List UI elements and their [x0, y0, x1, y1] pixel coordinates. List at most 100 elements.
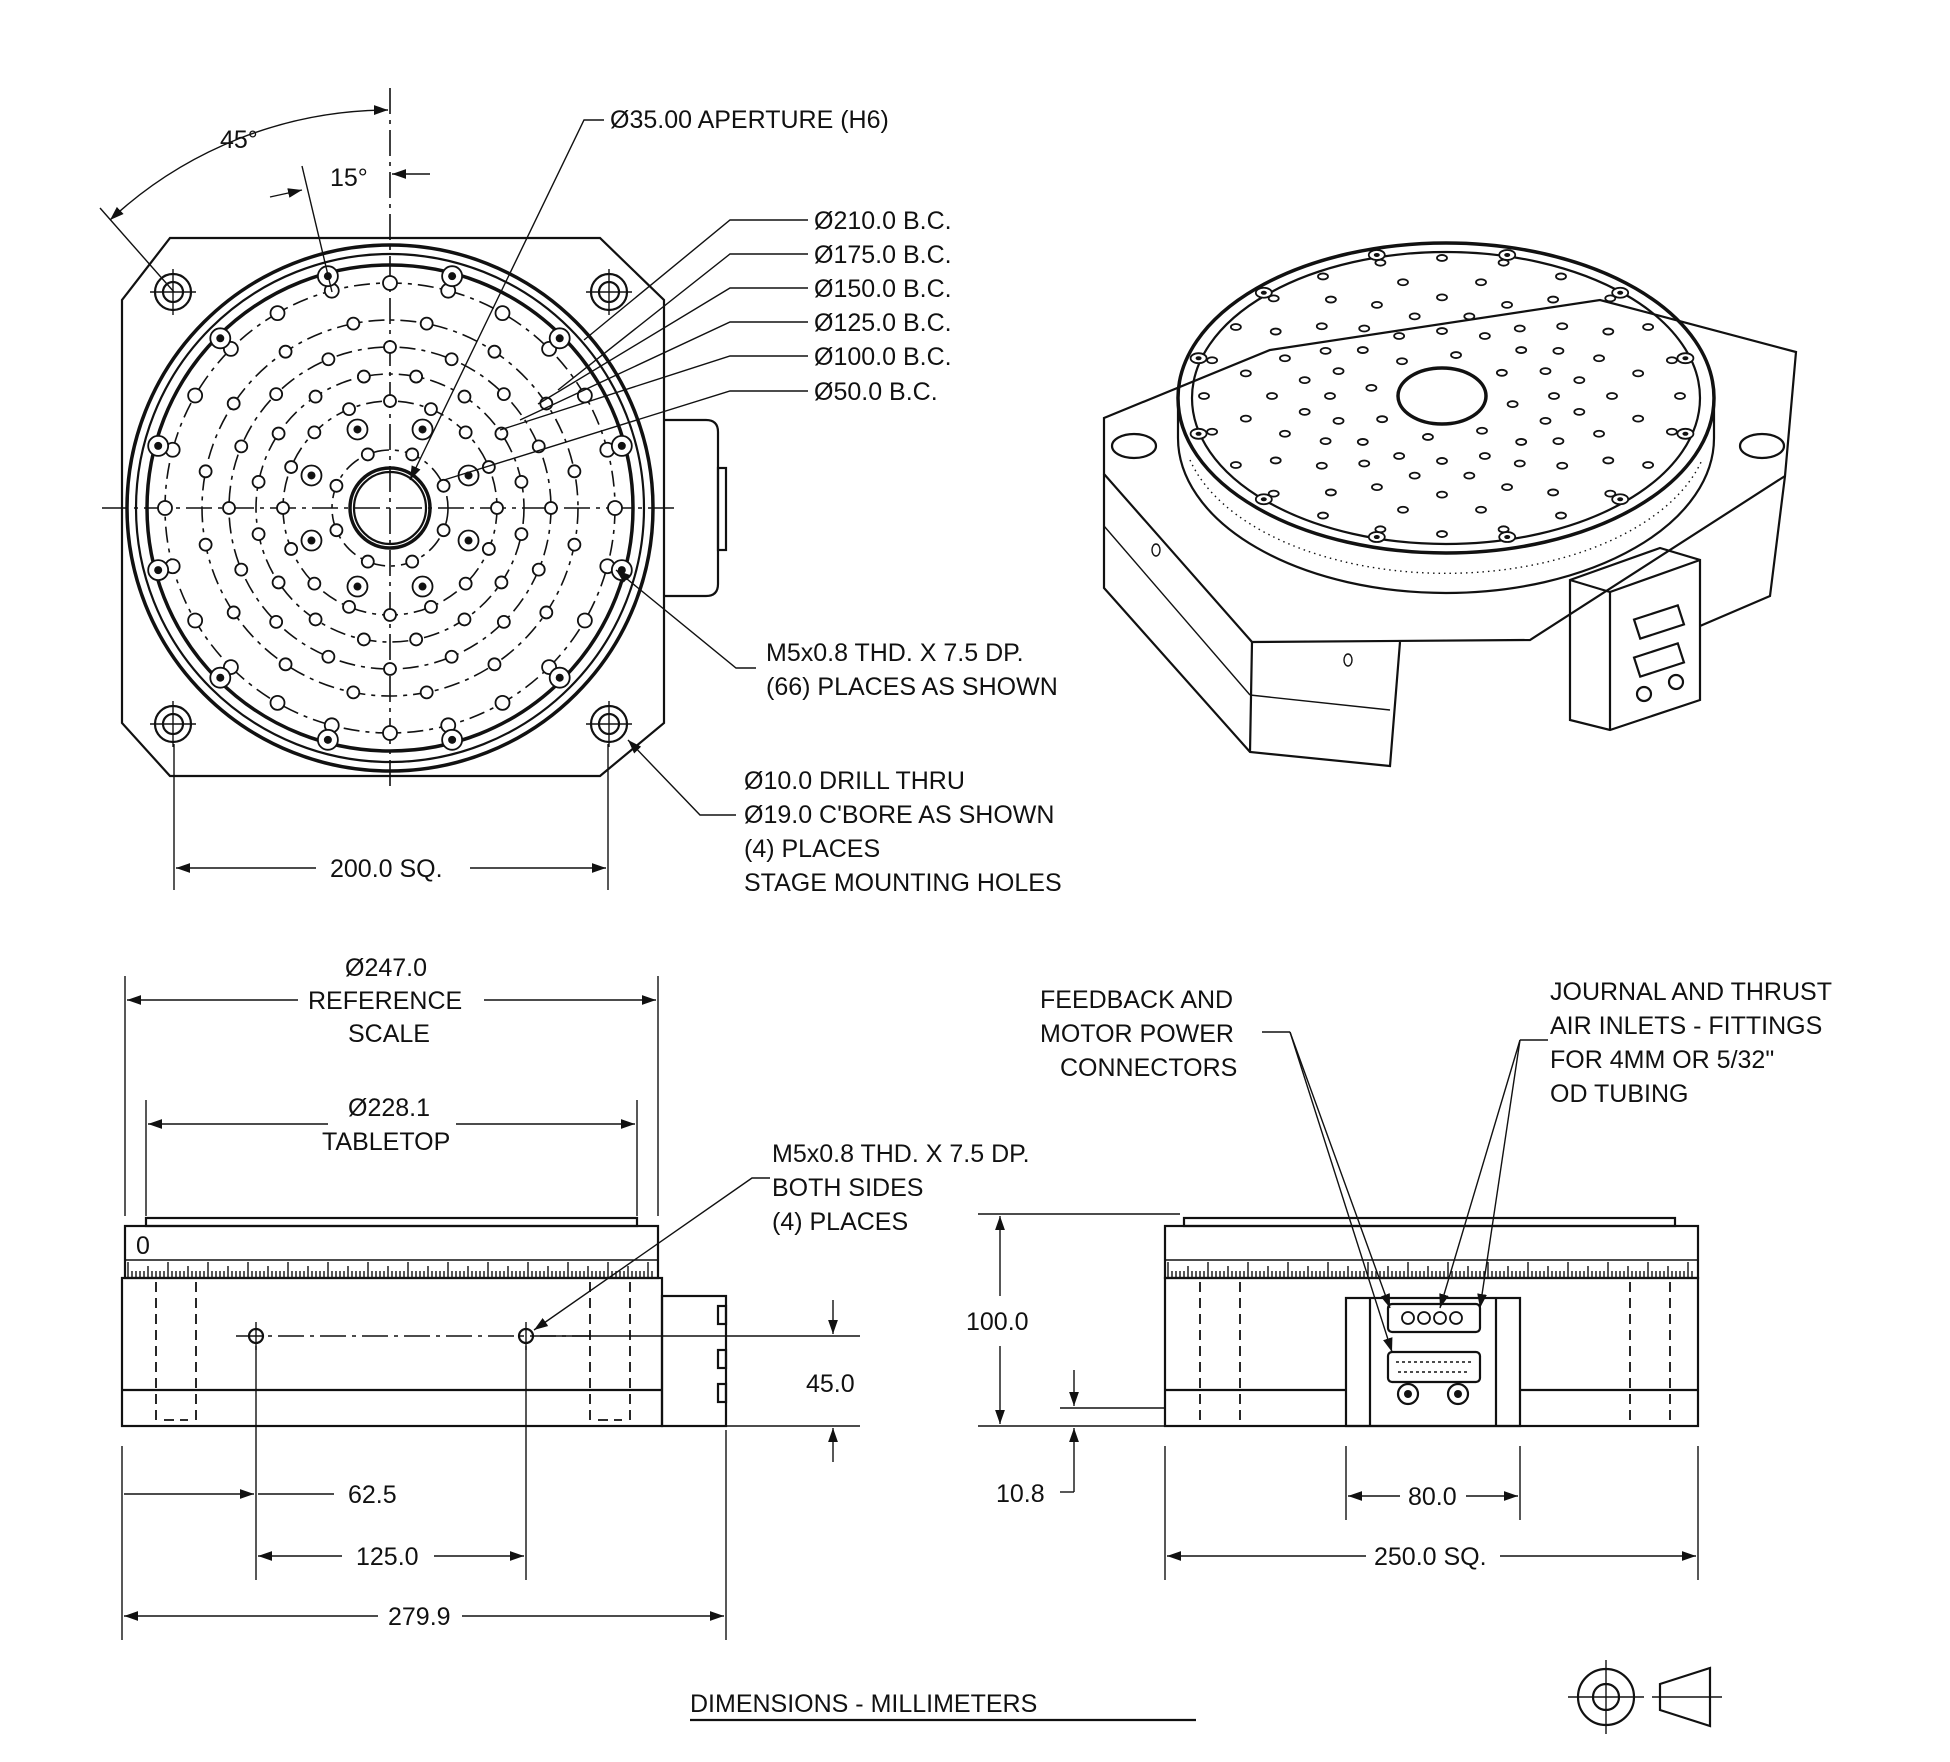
thread-leader [533, 1177, 770, 1331]
side-housing [660, 1294, 728, 1428]
thread-hole [187, 387, 204, 404]
thread-hole [514, 474, 529, 489]
iso-thread-hole [1317, 272, 1329, 281]
thread-hole [198, 464, 213, 479]
iso-thread-hole [1324, 488, 1337, 497]
iso-thread-hole [1317, 511, 1329, 520]
thread-hole [494, 305, 511, 322]
iso-thread-hole [1478, 452, 1491, 460]
isometric-view [1102, 241, 1798, 768]
thread-hole [458, 425, 473, 440]
thread-hole [424, 402, 438, 417]
air-note-line: JOURNAL AND THRUST [1550, 978, 1832, 1006]
thread-hole [234, 562, 249, 577]
angle-45-arc [109, 105, 389, 221]
dim-125-label: 125.0 [356, 1543, 419, 1571]
note-leader [1477, 1039, 1521, 1309]
iso-thread-hole [1267, 489, 1280, 498]
iso-thread-hole [1319, 346, 1332, 355]
thread-hole [321, 352, 336, 367]
thread-hole [307, 425, 322, 440]
bc-label-150: Ø150.0 B.C. [814, 275, 952, 303]
iso-thread-hole [1556, 322, 1569, 331]
thread-hole [487, 657, 502, 672]
iso-thread-hole [1515, 438, 1528, 446]
drill-note-line: STAGE MOUNTING HOLES [744, 869, 1062, 897]
thread-hole [383, 340, 397, 354]
iso-thread-hole [1319, 437, 1332, 446]
iso-thread-hole [1315, 461, 1328, 470]
angle-45-label: 45° [220, 126, 258, 154]
iso-thread-hole [1450, 351, 1462, 359]
iso-table-top [1176, 241, 1716, 555]
thread-hole [382, 725, 398, 741]
iso-thread-hole [1198, 392, 1210, 400]
thread-hole [284, 460, 299, 474]
iso-counterbore-hole-center [1617, 290, 1624, 295]
iso-table-side [1176, 398, 1716, 595]
thread-hole [346, 316, 361, 331]
counterbore-hole-center [307, 536, 316, 545]
iso-thread-hole [1555, 272, 1567, 281]
iso-thread-hole [1356, 346, 1369, 354]
iso-thread-hole [1239, 369, 1252, 378]
mounting-hole [586, 701, 632, 747]
bc-label-175: Ø175.0 B.C. [814, 241, 952, 269]
thread-hole [436, 478, 451, 493]
thread-hole [284, 542, 299, 556]
air-note-line: OD TUBING [1550, 1080, 1688, 1108]
iso-thread-hole [1606, 392, 1618, 400]
iso-thread-hole [1436, 254, 1448, 262]
thread-hole [419, 685, 434, 700]
iso-thread-hole [1478, 332, 1491, 340]
iso-thread-hole [1324, 392, 1336, 400]
iso-thread-hole [1436, 293, 1448, 302]
iso-thread-hole [1436, 327, 1448, 335]
iso-mount-hole [1738, 432, 1786, 460]
note-leader [1289, 1031, 1391, 1309]
thread-hole [307, 576, 322, 591]
counterbore-hole-center [216, 334, 225, 343]
thread-note-line: M5x0.8 THD. X 7.5 DP. [772, 1140, 1030, 1168]
note-leader [1439, 1039, 1521, 1309]
bc-leader [499, 355, 808, 431]
iso-thread-hole [1556, 461, 1569, 470]
iso-thread-hole [1269, 327, 1282, 336]
iso-thread-hole [1371, 301, 1383, 309]
thread-hole [269, 614, 284, 629]
counterbore-hole-center [353, 425, 362, 434]
thread-hole [269, 694, 286, 711]
bc-label-125: Ø125.0 B.C. [814, 309, 952, 337]
scale-dim-line: SCALE [348, 1020, 430, 1048]
base-plate-outline [120, 236, 666, 778]
iso-thread-hole [1463, 471, 1476, 480]
thread-hole [457, 389, 472, 404]
thread-hole [198, 537, 213, 552]
iso-thread-hole [1513, 459, 1526, 468]
bc-label-100: Ø100.0 B.C. [814, 343, 952, 371]
iso-thread-hole [1298, 407, 1311, 416]
top-view: 45° 15° Ø35.00 APERTURE (H6) Ø210.0 B.C.… [99, 88, 1062, 897]
tabletop-dim-line: TABLETOP [322, 1128, 450, 1156]
thread-hole [544, 501, 558, 515]
thread-hole [251, 527, 266, 542]
thread-hole [342, 599, 356, 614]
iso-thread-hole [1436, 490, 1448, 499]
iso-thread-hole [1501, 301, 1513, 309]
thread-hole [567, 464, 582, 479]
thread-hole [383, 608, 397, 622]
bc-label-50: Ø50.0 B.C. [814, 378, 938, 406]
thread-note-line: M5x0.8 THD. X 7.5 DP. [766, 639, 1024, 667]
iso-thread-hole [1332, 367, 1345, 376]
thread-hole [269, 305, 286, 322]
iso-scale-ticks [1189, 459, 1703, 575]
iso-thread-hole [1365, 383, 1378, 392]
iso-thread-hole [1279, 354, 1291, 363]
dim-80-label: 80.0 [1408, 1483, 1457, 1511]
connectors-note-line: MOTOR POWER [1040, 1020, 1234, 1048]
bc-leader [537, 287, 808, 405]
thread-hole [458, 576, 473, 591]
iso-base-side [1102, 474, 1787, 768]
angle-15-label: 15° [330, 164, 368, 192]
iso-counterbore-hole-center [1373, 252, 1380, 257]
